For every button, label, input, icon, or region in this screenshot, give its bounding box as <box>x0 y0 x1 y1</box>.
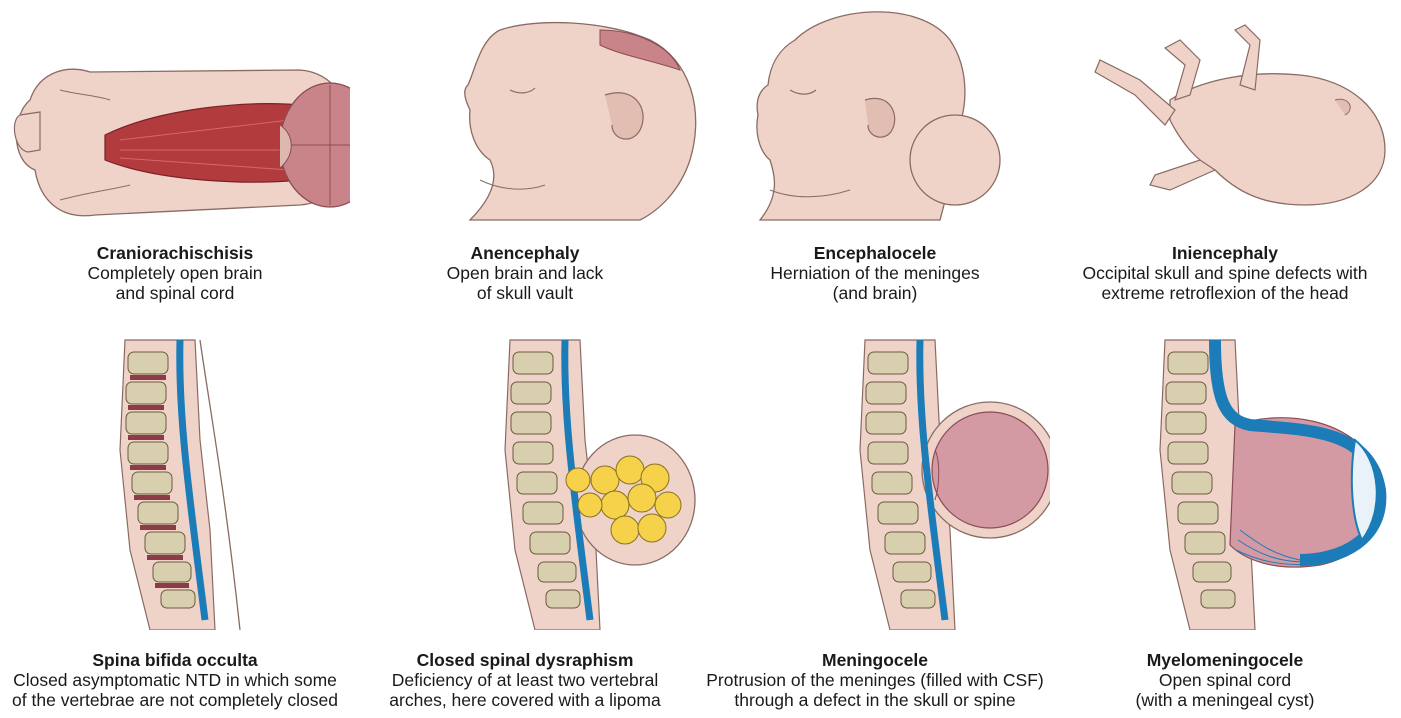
caption-title: Craniorachischisis <box>0 243 350 263</box>
encephalocele-panel: Encephalocele Herniation of the meninges… <box>700 0 1050 320</box>
myelomeningocele-illustration <box>1050 330 1400 630</box>
craniorachischisis-illustration <box>0 0 350 230</box>
meningocele-illustration <box>700 330 1050 630</box>
caption-title: Closed spinal dysraphism <box>350 650 700 670</box>
anencephaly-illustration <box>350 0 700 230</box>
meningocele-panel: Meningocele Protrusion of the meninges (… <box>700 330 1050 718</box>
caption-description: Deficiency of at least two vertebral arc… <box>350 670 700 710</box>
caption-description: Completely open brain and spinal cord <box>0 263 350 303</box>
caption-description: Occipital skull and spine defects with e… <box>1050 263 1400 303</box>
caption-description: Open brain and lack of skull vault <box>350 263 700 303</box>
caption-description: Closed asymptomatic NTD in which some of… <box>0 670 350 710</box>
caption-title: Meningocele <box>700 650 1050 670</box>
caption-description: Protrusion of the meninges (filled with … <box>700 670 1050 710</box>
caption-title: Iniencephaly <box>1050 243 1400 263</box>
caption-title: Spina bifida occulta <box>0 650 350 670</box>
iniencephaly-panel: Iniencephaly Occipital skull and spine d… <box>1050 0 1400 320</box>
caption-title: Encephalocele <box>700 243 1050 263</box>
caption-title: Anencephaly <box>350 243 700 263</box>
closed-spinal-dysraphism-illustration <box>350 330 700 630</box>
craniorachischisis-panel: Craniorachischisis Completely open brain… <box>0 0 350 320</box>
spina-bifida-occulta-panel: Spina bifida occulta Closed asymptomatic… <box>0 330 350 718</box>
spina-bifida-occulta-illustration <box>0 330 350 630</box>
closed-spinal-dysraphism-panel: Closed spinal dysraphism Deficiency of a… <box>350 330 700 718</box>
caption-description: Herniation of the meninges (and brain) <box>700 263 1050 303</box>
caption-description: Open spinal cord (with a meningeal cyst) <box>1050 670 1400 710</box>
anencephaly-panel: Anencephaly Open brain and lack of skull… <box>350 0 700 320</box>
caption-title: Myelomeningocele <box>1050 650 1400 670</box>
myelomeningocele-panel: Myelomeningocele Open spinal cord (with … <box>1050 330 1400 718</box>
encephalocele-illustration <box>700 0 1050 230</box>
iniencephaly-illustration <box>1050 0 1400 230</box>
